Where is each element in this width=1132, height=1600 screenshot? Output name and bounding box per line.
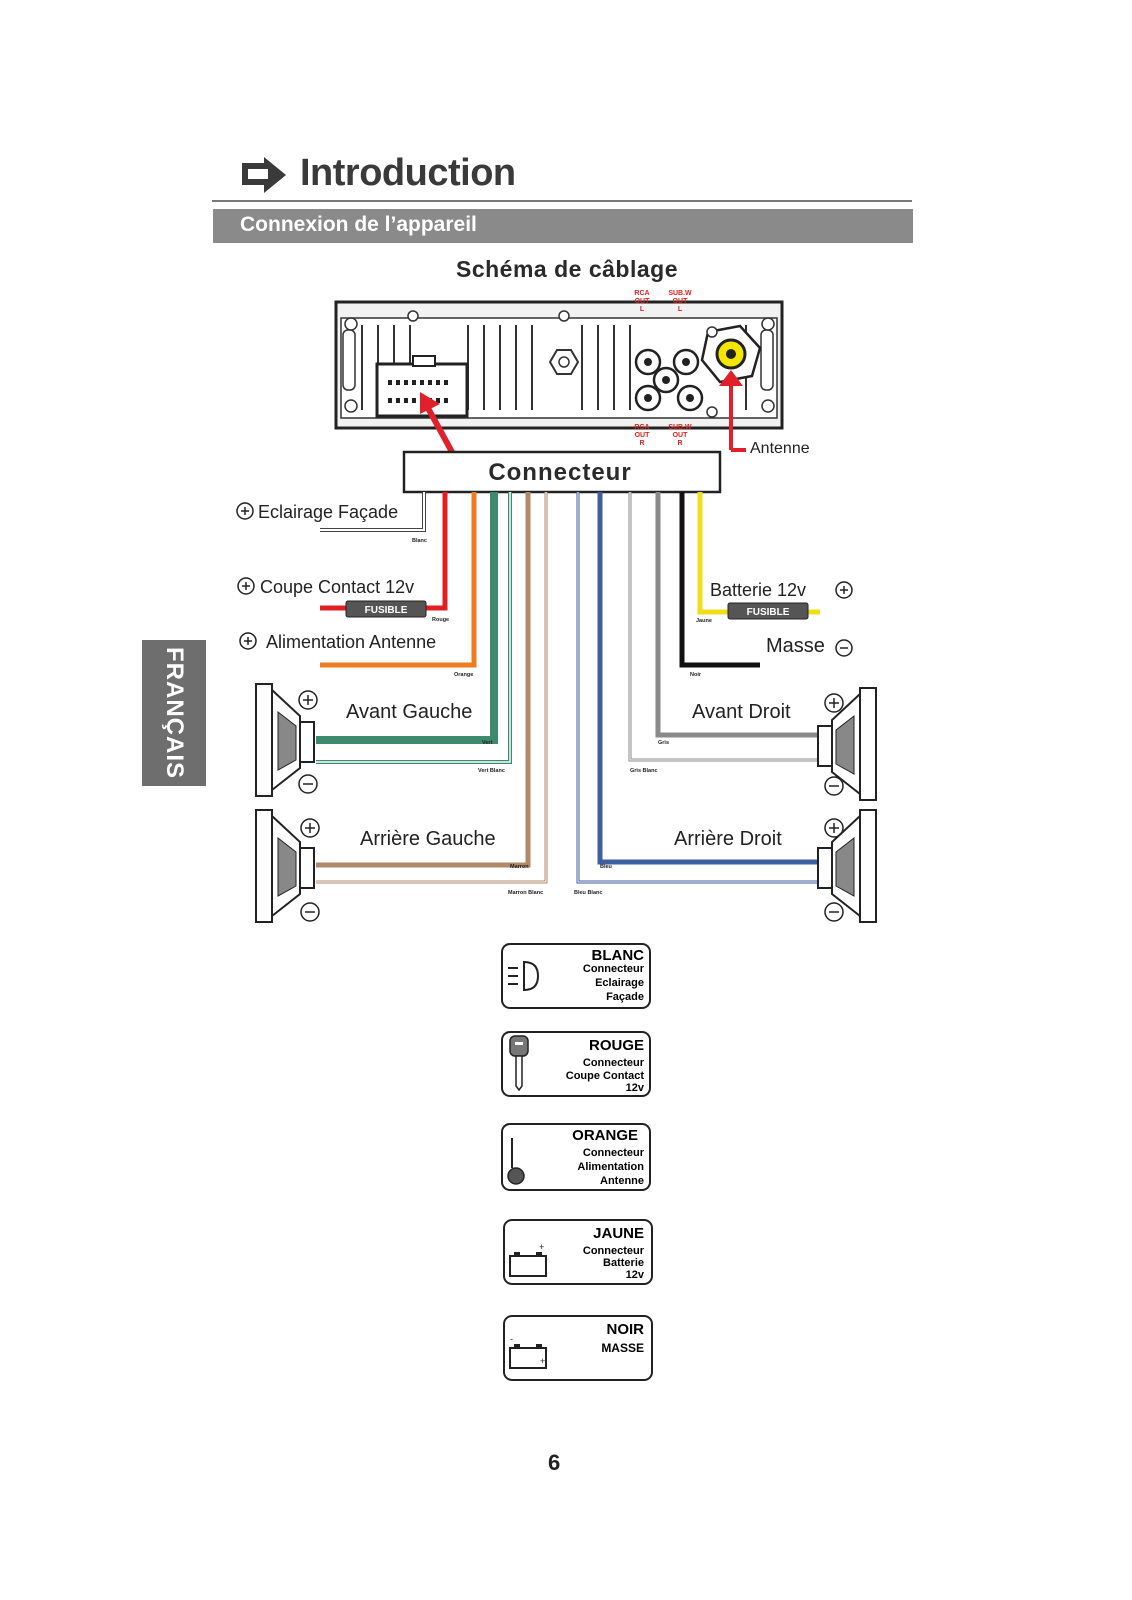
svg-text:-: - [510,1334,513,1344]
legend-line: Connecteur [583,1057,645,1069]
section-bar [213,209,913,243]
legend-rouge: ROUGE Connecteur Coupe Contact 12v [501,1031,651,1097]
antenna-label: Antenne [750,440,810,457]
rca-bottom-labels: RCA OUT R SUB.W OUT R [634,424,692,447]
legend-blanc: BLANC Connecteur Eclairage Façade [501,943,651,1009]
rca-top-label: L [640,306,645,313]
rca-top-label: L [678,306,683,313]
light-icon [508,960,540,992]
svg-text:+: + [540,1356,545,1366]
wire-label-noir: Noir [690,672,702,678]
label-alim-antenne: Alimentation Antenne [266,632,436,652]
connector-box [402,450,722,494]
rca-bottom-label: SUB.W [668,424,692,431]
legend-color: JAUNE [593,1225,644,1242]
legend-line: 12v [626,1269,645,1281]
legend-line: 12v [626,1082,645,1094]
grey-wire [655,492,830,738]
blue-wire [597,492,830,865]
page-number: 6 [548,1450,561,1475]
svg-text:+: + [539,1242,544,1252]
legend-line: Connecteur [583,1245,645,1257]
wire-label-vert-blanc: Vert Blanc [478,768,505,774]
rca-top-label: RCA [634,290,649,297]
legend-line: Eclairage [595,977,644,989]
label-arriere-droit: Arrière Droit [674,828,782,850]
wire-label-jaune: Jaune [696,618,712,624]
rca-bottom-label: R [677,440,682,447]
rca-top-label: SUB.W [668,290,692,297]
rca-bottom-label: OUT [673,432,689,439]
orange-wire [320,492,477,668]
wire-label-orange: Orange [454,672,473,678]
page-title: Introduction [300,152,516,194]
wire-label-gris: Gris [658,740,669,746]
wire-label-blanc: Blanc [412,538,427,544]
battery-icon: + [509,1242,547,1277]
rca-top-label: OUT [673,298,689,305]
legend-line: Antenne [600,1175,644,1187]
connector-arrow [420,392,455,454]
label-arriere-gauche: Arrière Gauche [360,828,496,850]
legend-color: ROUGE [589,1037,644,1054]
legend-line: Connecteur [583,963,645,975]
legend-color: ORANGE [572,1127,638,1144]
key-icon [509,1035,529,1092]
legend-noir: - + NOIR MASSE [503,1315,653,1381]
title-rule [212,200,912,202]
diagram-title: Schéma de câblage [456,256,678,282]
black-wire [679,492,760,668]
legend-line: Batterie [603,1257,644,1269]
label-avant-droit: Avant Droit [692,701,791,723]
wire-label-gris-blanc: Gris Blanc [630,768,658,774]
language-tab: FRANÇAIS [142,640,206,786]
label-eclairage: Eclairage Façade [258,502,398,522]
fuse-yellow: FUSIBLE [727,602,809,620]
antenna-arrow [719,370,746,452]
antenna-icon [507,1138,525,1185]
blue-white-wire [576,492,830,884]
wire-label-rouge: Rouge [432,617,449,623]
wire-label-bleu-blanc: Bleu Blanc [574,890,602,896]
wire-label-vert: Vert [482,740,493,746]
legend-jaune: + JAUNE Connecteur Batterie 12v [503,1219,653,1285]
speaker-rear-left [255,809,320,923]
rca-bottom-label: R [639,440,644,447]
white-wire-core [320,492,425,531]
brown-wire [316,492,531,868]
legend-orange: ORANGE Connecteur Alimentation Antenne [501,1123,651,1191]
legend-line: MASSE [601,1341,644,1355]
green-wire [316,492,498,744]
legend-color: BLANC [592,947,645,964]
legend-line: Façade [606,991,644,1003]
battery-ground-icon: - + [509,1334,547,1369]
label-coupe-contact: Coupe Contact 12v [260,577,414,597]
label-masse: Masse [766,635,825,657]
fuse-red: FUSIBLE [345,600,427,618]
speaker-front-left [255,683,318,797]
speaker-front-right [817,687,877,801]
legend-color: NOIR [607,1321,645,1338]
legend-line: Coupe Contact [566,1070,645,1082]
label-batterie: Batterie 12v [710,580,806,600]
rca-top-label: OUT [635,298,651,305]
fuse-label: FUSIBLE [747,607,790,618]
label-avant-gauche: Avant Gauche [346,701,472,723]
section-title: Connexion de l’appareil [240,213,477,236]
head-unit-rear-panel [334,300,784,430]
wire-label-marron: Marron [510,864,529,870]
rca-top-labels: RCA OUT L SUB.W OUT L [634,290,692,313]
connector-label: Connecteur [488,459,631,486]
rca-bottom-label: RCA [634,424,649,431]
wire-label-marron-blanc: Marron Blanc [508,890,543,896]
chapter-icon [242,157,286,193]
legend-line: Alimentation [577,1161,644,1173]
legend-line: Connecteur [583,1147,645,1159]
speaker-rear-right [817,809,877,923]
wire-label-bleu: Bleu [600,864,612,870]
rca-bottom-label: OUT [635,432,651,439]
fuse-label: FUSIBLE [365,605,408,616]
